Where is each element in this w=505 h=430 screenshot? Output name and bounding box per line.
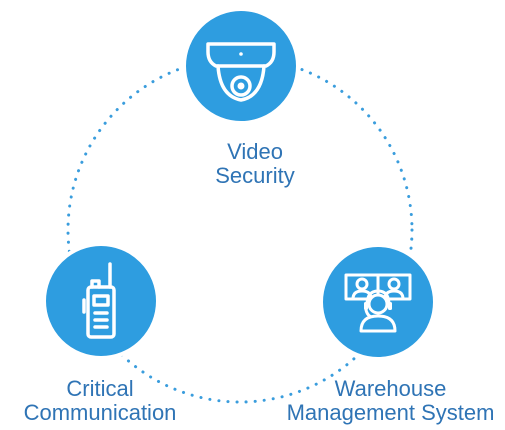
security-camera-icon (206, 42, 276, 102)
video-security-label-line-2: Security (215, 163, 295, 188)
warehouse-management-system-label: Warehouse Management System (278, 377, 503, 425)
video-security-label-line-1: Video (227, 139, 283, 164)
warehouse-label-line-2: Management System (286, 400, 495, 425)
video-security-label: Video Security (170, 140, 340, 188)
warehouse-label-line-1: Warehouse (334, 376, 447, 401)
critical-communication-label: Critical Communication (0, 377, 200, 425)
node-critical-communication (42, 242, 160, 360)
node-warehouse-management-system (319, 243, 437, 361)
two-way-radio-icon (82, 262, 116, 339)
node-video-security (182, 7, 300, 125)
critical-communication-label-line-1: Critical (66, 376, 134, 401)
critical-communication-circle (42, 242, 160, 360)
operator-with-monitors-icon (344, 273, 412, 333)
critical-communication-label-line-2: Communication (23, 400, 177, 425)
